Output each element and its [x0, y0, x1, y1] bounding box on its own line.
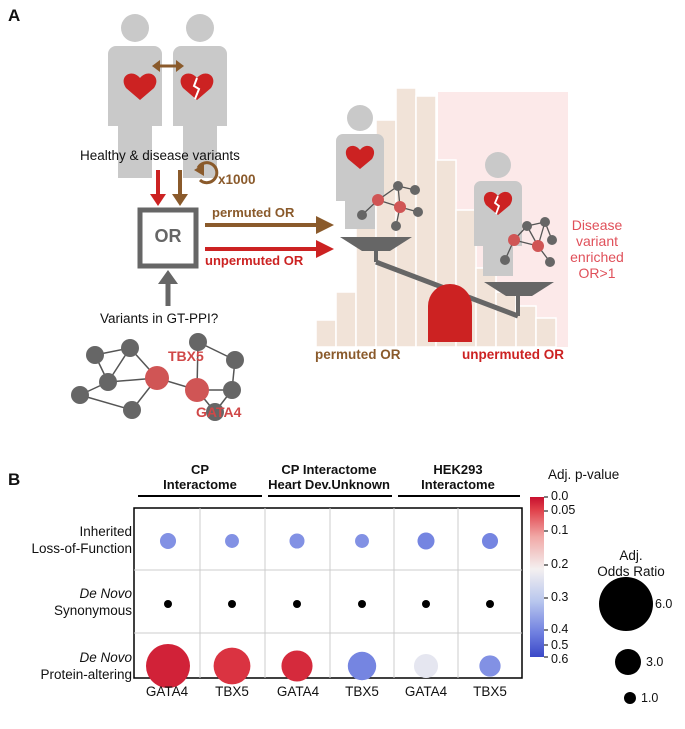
colorbar-title: Adj. p-value — [548, 467, 620, 482]
dot-marker — [347, 651, 377, 681]
size-legend-6 — [599, 577, 653, 631]
size-legend-label: 6.0 — [655, 597, 673, 611]
dot-marker — [146, 644, 190, 688]
dot-marker — [228, 600, 236, 608]
dot-marker — [225, 534, 239, 548]
person-b-label: B — [203, 74, 213, 89]
pvalue-colorbar — [530, 497, 544, 657]
or-box-label: OR — [154, 226, 182, 246]
group-header-cp-heart: CP Interactome Heart Dev.Unknown — [268, 462, 390, 492]
repeat-count-text: x1000 — [218, 172, 256, 187]
unpermuted-arrow-label: unpermuted OR — [205, 253, 304, 268]
or-box — [137, 207, 199, 269]
dot-marker — [422, 600, 430, 608]
colorbar-tick: 0.6 — [551, 652, 569, 666]
colorbar-tick: 0.5 — [551, 638, 569, 652]
dot-marker — [213, 647, 251, 685]
colorbar-tick: 0.4 — [551, 622, 569, 636]
panel-a-letter: A — [8, 6, 21, 25]
dot-marker — [164, 600, 172, 608]
size-legend-1 — [624, 692, 636, 704]
colorbar-tick: 0.05 — [551, 503, 576, 517]
scale-right-pan — [484, 282, 554, 296]
dot-marker — [479, 655, 501, 677]
size-legend-title: Adj. Odds Ratio — [597, 548, 665, 579]
dot-marker — [281, 650, 313, 682]
row-label-denovo-syn: De Novo Synonymous — [53, 586, 132, 618]
row-label-denovo-pa: De Novo Protein-altering — [40, 650, 132, 682]
col-label-gata4-heart: GATA4 — [276, 684, 320, 699]
dot-marker — [481, 532, 499, 550]
size-legend-3 — [615, 649, 641, 675]
variants-question: Variants in GT-PPI? — [100, 311, 219, 326]
group-header-hek293: HEK293 Interactome — [421, 462, 495, 492]
scale-left-pan — [340, 237, 412, 251]
scale-fulcrum — [428, 284, 472, 342]
permuted-arrow-label: permuted OR — [212, 205, 295, 220]
dot-marker — [358, 600, 366, 608]
node-tbx5 — [145, 366, 169, 390]
size-legend-label: 3.0 — [646, 655, 664, 669]
balance-permuted-label: permuted OR — [315, 347, 401, 362]
gata4-node-label: GATA4 — [196, 404, 242, 420]
size-legend-label: 1.0 — [641, 691, 659, 705]
panel-b-letter: B — [8, 470, 21, 489]
disease-enriched-note: Disease variant enriched OR>1 — [570, 217, 624, 281]
group-header-cp: CP Interactome — [163, 462, 237, 492]
balance-unpermuted-label: unpermuted OR — [462, 347, 565, 362]
tbx5-node-label: TBX5 — [168, 348, 204, 364]
col-label-tbx5-heart: TBX5 — [345, 684, 379, 699]
dot-marker — [293, 600, 301, 608]
dot-marker — [413, 653, 439, 679]
colorbar-tick: 0.1 — [551, 523, 569, 537]
col-label-gata4-cp: GATA4 — [145, 684, 189, 699]
heart-icon — [123, 73, 157, 100]
dot-marker — [355, 534, 369, 548]
node-gata4 — [185, 378, 209, 402]
col-label-gata4-hek: GATA4 — [404, 684, 448, 699]
colorbar-tick: 0.2 — [551, 557, 569, 571]
dot-marker — [159, 532, 177, 550]
col-label-tbx5-hek: TBX5 — [473, 684, 507, 699]
colorbar-tick: 0.3 — [551, 590, 569, 604]
dot-marker — [417, 532, 435, 550]
colorbar-tick: 0.0 — [551, 489, 569, 503]
row-label-inherited-lof: Inherited Loss-of-Function — [31, 524, 132, 556]
dot-marker — [486, 600, 494, 608]
person-a-label: A — [146, 74, 156, 89]
dot-marker — [289, 533, 305, 549]
healthy-disease-text: Healthy & disease variants — [80, 148, 240, 163]
col-label-tbx5-cp: TBX5 — [215, 684, 249, 699]
